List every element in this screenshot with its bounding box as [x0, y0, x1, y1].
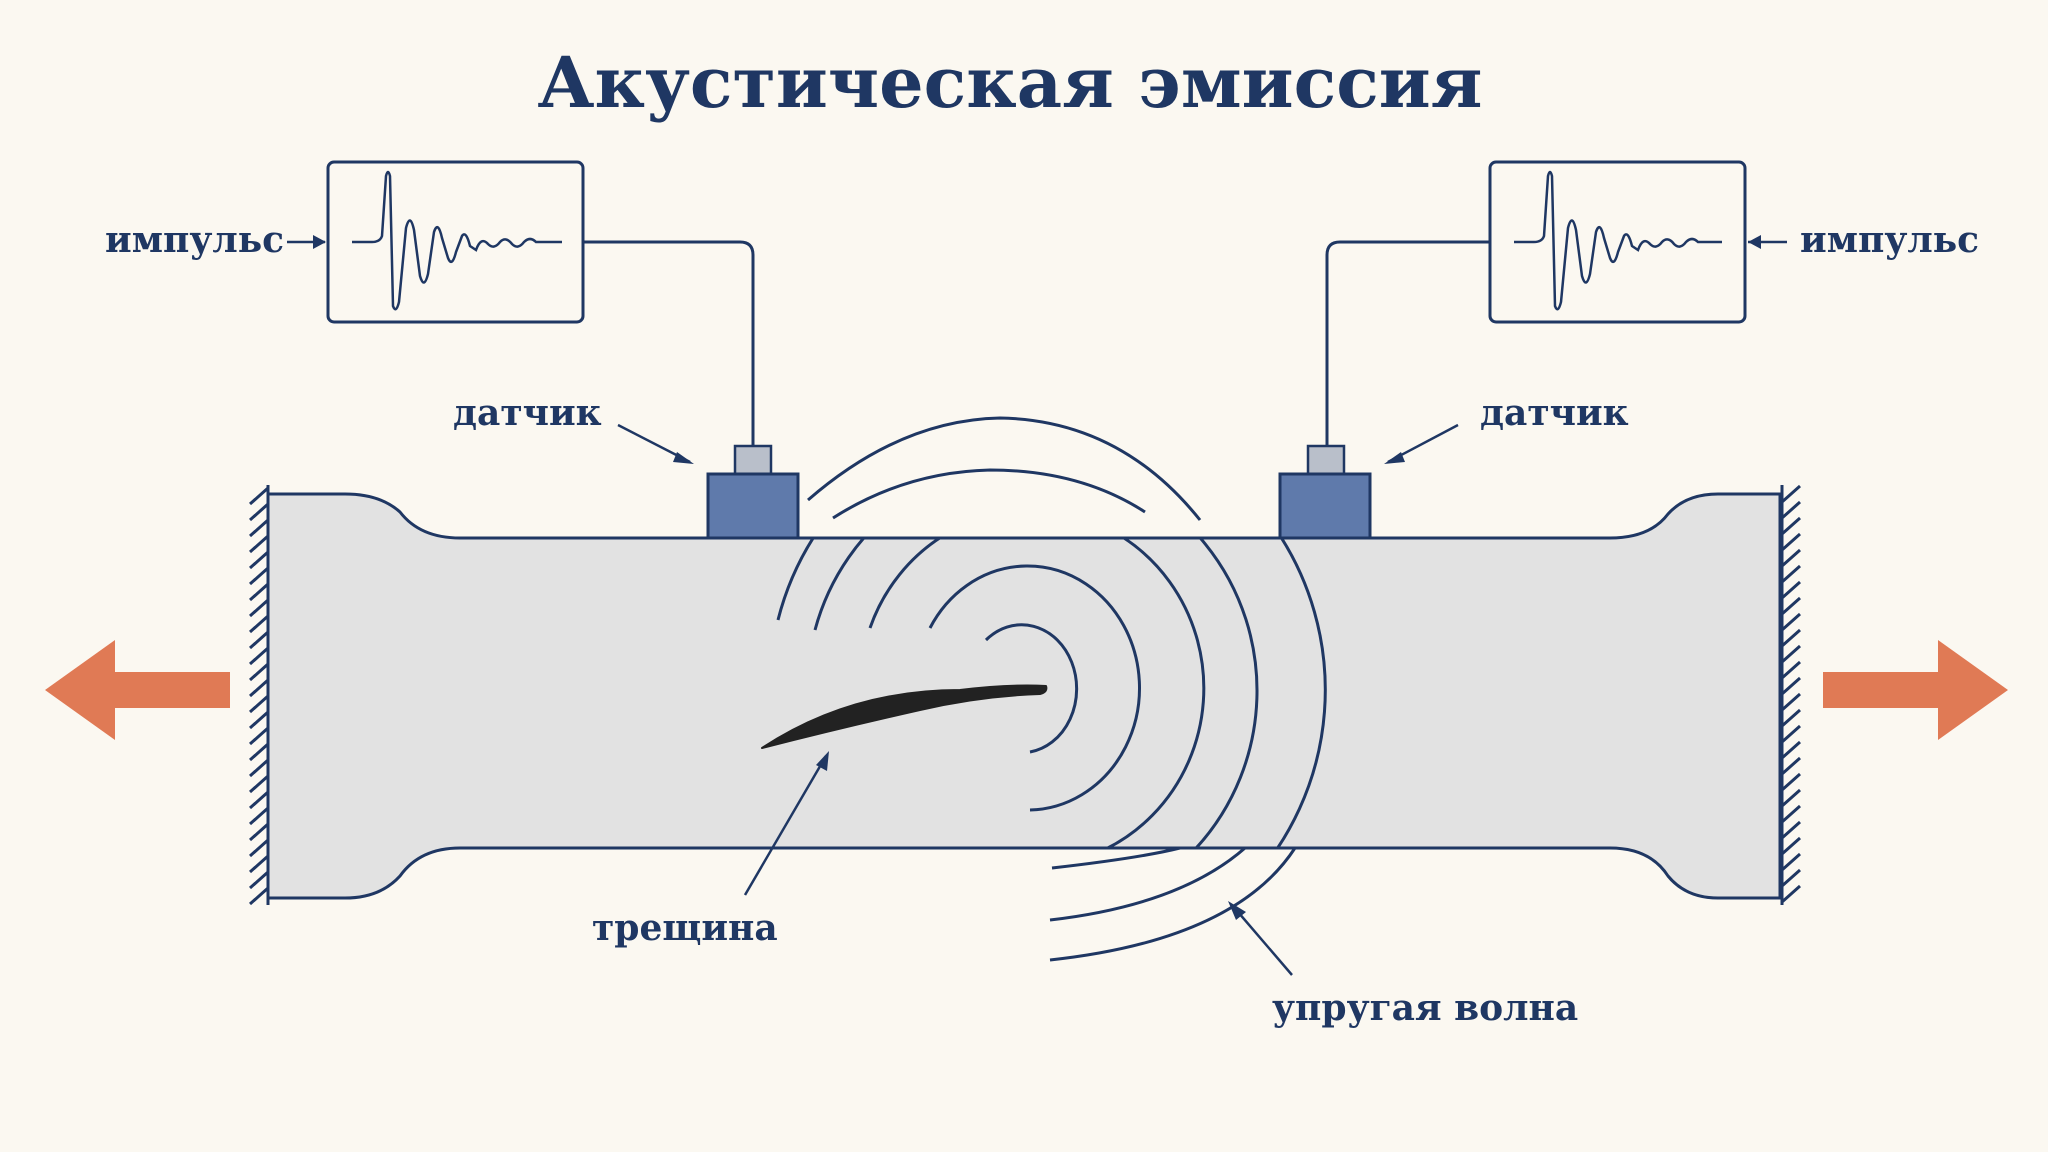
pulse-waveform-left: [352, 170, 562, 311]
hatch-mark: [249, 710, 269, 730]
hatch-mark: [249, 486, 269, 506]
hatch-mark: [249, 790, 269, 810]
hatch-mark: [1781, 852, 1801, 872]
hatch-mark: [249, 678, 269, 698]
hatch-mark: [249, 806, 269, 826]
hatch-mark: [1781, 884, 1801, 904]
hatch-mark: [249, 886, 269, 906]
hatch-mark: [249, 758, 269, 778]
hatch-mark: [1781, 644, 1801, 664]
hatch-mark: [1781, 740, 1801, 760]
sensor-right: [1278, 444, 1372, 540]
hatch-mark: [249, 726, 269, 746]
label-crack: трещина: [592, 907, 778, 949]
hatch-mark: [249, 598, 269, 618]
pointer-arrow-sensor-left: [617, 423, 694, 464]
hatch-mark: [1781, 500, 1801, 520]
hatch-mark: [1781, 548, 1801, 568]
hatch-mark: [1781, 788, 1801, 808]
cable-right: [1325, 240, 1490, 446]
hatch-mark: [1781, 660, 1801, 680]
specimen: [266, 492, 1782, 900]
hatch-mark: [1781, 676, 1801, 696]
label-sensor-left: датчик: [453, 392, 602, 434]
hatch-mark: [249, 742, 269, 762]
hatch-mark: [1781, 532, 1801, 552]
label-sensor-right: датчик: [1480, 392, 1629, 434]
hatch-mark: [1781, 596, 1801, 616]
pointer-arrow-wave: [1228, 901, 1293, 976]
hatch-mark: [249, 518, 269, 538]
hatch-mark: [1781, 708, 1801, 728]
hatch-mark: [249, 630, 269, 650]
hatch-mark: [249, 774, 269, 794]
hatch-mark: [249, 870, 269, 890]
elastic-wave-arcs-outer: [807, 416, 1297, 962]
pointer-arrow-pulse-left: [287, 235, 326, 249]
pointer-arrow-sensor-right: [1384, 423, 1459, 464]
hatch-mark: [1781, 772, 1801, 792]
hatch-mark: [1781, 628, 1801, 648]
hatch-mark: [249, 694, 269, 714]
hatch-mark: [249, 822, 269, 842]
hatch-mark: [249, 646, 269, 666]
hatch-mark: [1781, 580, 1801, 600]
right-wall-fixture: [1780, 484, 1801, 905]
hatch-mark: [1781, 756, 1801, 776]
hatch-mark: [249, 614, 269, 634]
hatch-mark: [1781, 516, 1801, 536]
hatch-mark: [1781, 612, 1801, 632]
hatch-mark: [1781, 692, 1801, 712]
hatch-mark: [249, 854, 269, 874]
hatch-mark: [1781, 820, 1801, 840]
hatch-mark: [249, 550, 269, 570]
crack: [761, 684, 1048, 749]
hatch-mark: [249, 838, 269, 858]
tension-arrow-right: [1823, 640, 2008, 740]
hatch-mark: [1781, 484, 1801, 504]
oscilloscope-left: [326, 160, 585, 324]
hatch-mark: [249, 662, 269, 682]
hatch-mark: [1781, 836, 1801, 856]
hatch-mark: [1781, 564, 1801, 584]
page-title: Акустическая эмиссия: [538, 41, 1483, 124]
pointer-arrow-crack: [743, 751, 829, 896]
label-elastic-wave: упругая волна: [1272, 987, 1578, 1029]
label-pulse-right: импульс: [1800, 219, 1979, 261]
pointer-arrow-pulse-right: [1748, 235, 1787, 249]
hatch-mark: [249, 582, 269, 602]
label-pulse-left: импульс: [105, 219, 284, 261]
hatch-mark: [249, 566, 269, 586]
sensor-left: [706, 444, 800, 540]
cable-left: [583, 240, 755, 446]
tension-arrow-left: [45, 640, 230, 740]
hatch-mark: [1781, 868, 1801, 888]
hatch-mark: [249, 534, 269, 554]
left-wall-fixture: [249, 485, 270, 906]
hatch-mark: [1781, 804, 1801, 824]
hatch-mark: [249, 502, 269, 522]
oscilloscope-right: [1488, 160, 1747, 324]
hatch-mark: [1781, 724, 1801, 744]
pulse-waveform-right: [1514, 170, 1722, 311]
